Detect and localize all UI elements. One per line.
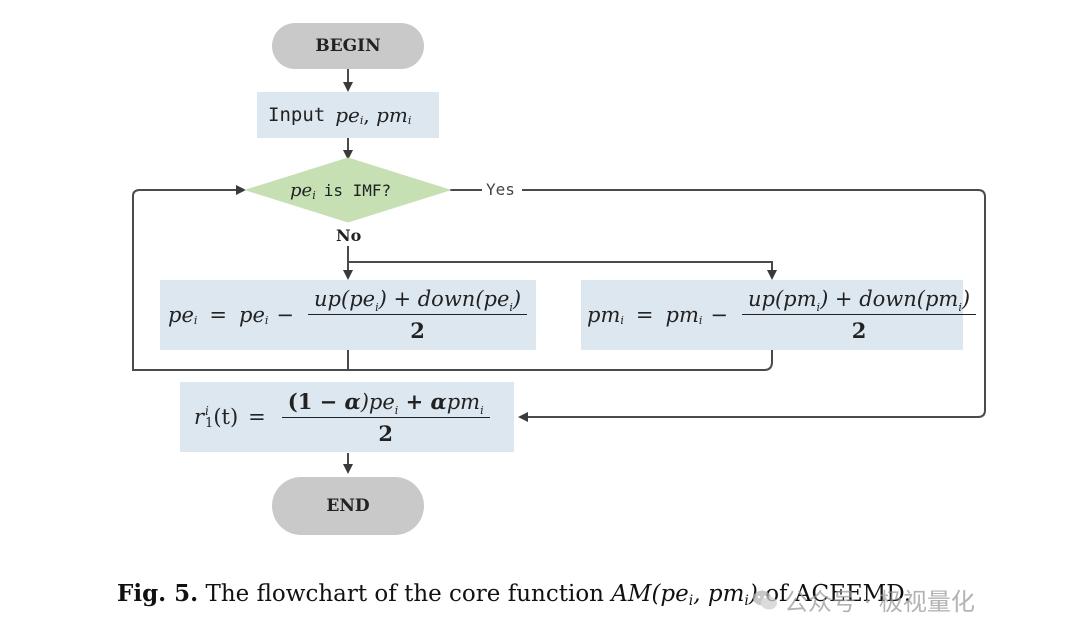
end-label: END <box>326 496 370 516</box>
no-label: No <box>336 226 362 245</box>
update-pe-fraction: up(pei) + down(pei) 2 <box>308 287 528 343</box>
begin-terminal: BEGIN <box>272 23 424 69</box>
result-lhs-arg: (t) <box>213 405 239 429</box>
decision-var: pe <box>290 179 313 201</box>
result-num-b: )pe <box>360 389 395 414</box>
result-alpha-2: α <box>430 388 447 414</box>
update-pm-lhs-sub: i <box>620 313 624 327</box>
update-pe-den: 2 <box>410 318 425 343</box>
result-fraction: (1 − α)pei + αpmi 2 <box>281 388 490 446</box>
caption-sub-1: i <box>688 593 694 609</box>
update-pe-num-b: ) + down(pe <box>378 287 510 311</box>
update-pm-num-a: up(pm <box>748 287 817 311</box>
update-pe-num-c: ) <box>512 287 522 311</box>
update-pe-lhs: pe <box>168 303 194 327</box>
update-pm-den: 2 <box>851 318 867 343</box>
caption-func: AM(pe <box>611 581 689 607</box>
caption-func-mid: , pm <box>693 581 745 607</box>
update-pm-num-sub2: i <box>958 301 962 314</box>
update-pm-num-b: ) + down(pm <box>820 287 959 311</box>
caption-tail: of ACEEMD. <box>765 581 912 607</box>
begin-label: BEGIN <box>315 36 381 56</box>
update-pm-num-c: ) <box>961 287 971 311</box>
update-pm-num-sub1: i <box>816 301 821 314</box>
result-num-a: (1 − <box>287 388 345 414</box>
result-num-d: pm <box>446 389 481 414</box>
update-pe-num-sub1: i <box>375 301 379 314</box>
input-comma: , <box>363 103 377 127</box>
decision-question: is IMF? <box>323 180 392 200</box>
input-sub-pe: i <box>359 113 364 127</box>
caption-label: Fig. 5. <box>117 580 199 607</box>
watermark-text: 公众号 · 极视量化 <box>784 588 975 616</box>
update-pm-rhs-sub: i <box>698 313 703 327</box>
input-var-pe: pe <box>335 103 360 127</box>
update-pe-lhs-sub: i <box>193 313 198 327</box>
result-lhs-sup: i <box>205 403 209 418</box>
yes-label: Yes <box>486 180 515 199</box>
input-var-pm: pm <box>376 103 408 127</box>
result-alpha-1: α <box>344 388 361 414</box>
watermark: 公众号 · 极视量化 <box>752 582 975 617</box>
caption-sub-2: i <box>744 593 749 609</box>
result-lhs: r <box>194 405 205 429</box>
input-word: Input <box>268 104 326 126</box>
result-den: 2 <box>378 420 393 446</box>
update-pe-num-a: up(pe <box>314 287 376 311</box>
wechat-icon <box>752 589 778 611</box>
update-pm-minus: − <box>710 303 728 327</box>
update-pe-minus: − <box>276 303 295 327</box>
update-pm-rhs: pm <box>665 303 699 327</box>
update-pe-rhs-sub: i <box>264 313 269 327</box>
caption-text: The flowchart of the core function <box>205 581 604 607</box>
update-pe-num-sub2: i <box>509 301 513 314</box>
input-sub-pm: i <box>407 113 412 127</box>
result-lhs-sub: 1 <box>205 415 214 431</box>
decision-diamond <box>244 157 452 223</box>
end-terminal: END <box>272 477 424 535</box>
decision-sub: i <box>312 188 316 202</box>
result-num-c: + <box>398 388 431 414</box>
update-pm-lhs: pm <box>587 303 621 327</box>
result-num-sub2: i <box>480 403 484 417</box>
figure-caption: Fig. 5. The flowchart of the core functi… <box>117 580 912 609</box>
caption-func-end: ) <box>748 581 758 607</box>
result-num-sub1: i <box>394 403 399 417</box>
update-pm-fraction: up(pmi) + down(pmi) 2 <box>742 287 977 343</box>
update-pe-rhs: pe <box>239 303 265 327</box>
